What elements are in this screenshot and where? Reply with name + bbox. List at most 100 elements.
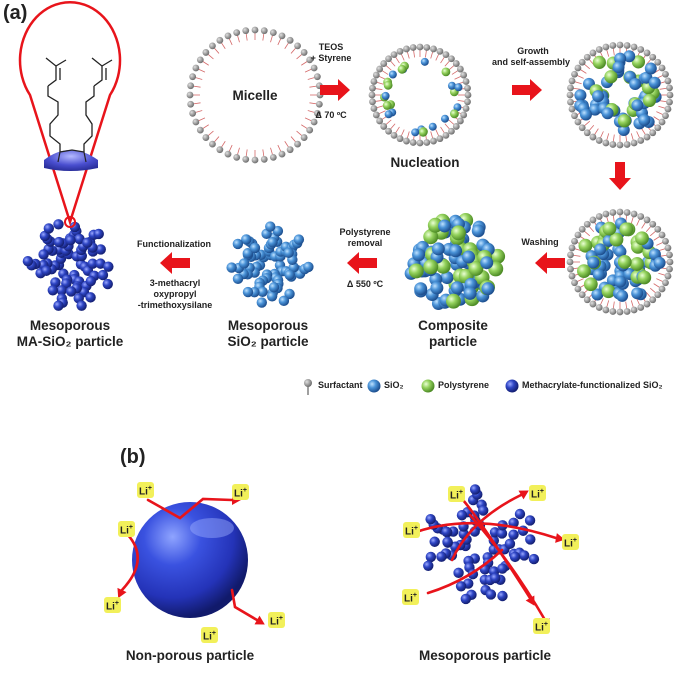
polystyrene-sphere bbox=[450, 109, 459, 119]
silica-sphere bbox=[644, 62, 657, 75]
polystyrene-sphere bbox=[630, 257, 644, 271]
legend-surfactant-label: Surfactant bbox=[318, 380, 363, 390]
surfactant-head bbox=[654, 58, 662, 66]
surfactant-head bbox=[315, 100, 323, 108]
porous-sphere bbox=[256, 297, 267, 308]
surfactant-head bbox=[616, 208, 624, 216]
li-ion-symbol: Li bbox=[450, 490, 459, 502]
surfactant-head bbox=[666, 91, 674, 99]
step1-temperature: Δ 70 ºC bbox=[315, 110, 347, 120]
silica-sphere bbox=[430, 281, 444, 295]
li-arrowhead bbox=[555, 533, 565, 543]
surfactant-head bbox=[260, 27, 268, 35]
surfactant-head bbox=[574, 118, 582, 126]
polystyrene-sphere bbox=[578, 238, 593, 253]
li-ion-charge: + bbox=[114, 600, 119, 607]
porous-sphere bbox=[303, 261, 314, 273]
surfactant-head bbox=[658, 64, 666, 72]
silica-sphere bbox=[431, 242, 445, 256]
surfactant-head bbox=[251, 26, 259, 34]
li-path-8 bbox=[468, 513, 547, 622]
li-ion-symbol: Li bbox=[405, 526, 414, 538]
surfactant-head bbox=[396, 47, 404, 55]
arrow-shape bbox=[160, 252, 190, 274]
porous-sphere bbox=[425, 551, 437, 563]
nucleation-label: Nucleation bbox=[390, 155, 460, 170]
surfactant-head bbox=[609, 308, 617, 315]
silica-sphere bbox=[631, 99, 644, 112]
surfactant-head bbox=[566, 91, 574, 99]
li-path-5 bbox=[461, 498, 532, 600]
micelle-growth bbox=[566, 41, 674, 149]
surfactant-head bbox=[416, 43, 424, 51]
surfactant-head bbox=[567, 265, 574, 273]
silica-sphere bbox=[612, 61, 625, 74]
growth-label-line2: and self-assembly bbox=[491, 57, 571, 67]
composite-particle bbox=[404, 212, 506, 310]
porous-sphere bbox=[56, 285, 67, 296]
porous-sphere bbox=[232, 238, 244, 250]
surfactant-head bbox=[209, 42, 216, 50]
growth-label-line1: Growth bbox=[517, 46, 549, 56]
li-ion-symbol: Li bbox=[564, 538, 573, 550]
surfactant-head bbox=[664, 105, 672, 113]
porous-sphere bbox=[97, 269, 109, 281]
li-ion-badge: Li+ bbox=[562, 534, 579, 551]
porous-sphere bbox=[497, 563, 508, 574]
porous-sphere bbox=[490, 572, 501, 584]
surfactant-head bbox=[416, 139, 424, 147]
silica-sphere bbox=[428, 122, 437, 131]
arrow-step2 bbox=[512, 79, 542, 101]
porous-sphere bbox=[82, 237, 93, 248]
surfactant-head bbox=[369, 84, 376, 92]
li-ion-badge: Li+ bbox=[403, 522, 420, 539]
porous-sphere bbox=[102, 278, 113, 290]
porous-sphere bbox=[497, 590, 508, 602]
surfactant-head bbox=[643, 49, 651, 57]
surfactant-head bbox=[583, 296, 591, 304]
li-arrowhead bbox=[117, 587, 127, 599]
ps-removal-temp: Δ 550 ºC bbox=[346, 279, 384, 289]
surfactant-head bbox=[602, 210, 610, 218]
polystyrene-sphere bbox=[602, 221, 617, 236]
legend-polystyrene-icon bbox=[421, 379, 435, 393]
li-ion-badge: Li+ bbox=[402, 589, 419, 606]
surfactant-head bbox=[637, 46, 645, 53]
porous-sphere bbox=[442, 536, 453, 548]
surfactant-head bbox=[409, 139, 417, 146]
silica-sphere bbox=[438, 219, 452, 233]
surfactant-head bbox=[452, 60, 460, 67]
surfactant-head bbox=[216, 36, 224, 44]
surfactant-head bbox=[662, 237, 669, 245]
porous-sphere bbox=[272, 225, 284, 237]
surfactant-head bbox=[396, 135, 404, 143]
surfactant-head bbox=[662, 112, 669, 120]
surfactant-head bbox=[380, 123, 388, 130]
porous-sphere bbox=[284, 269, 295, 281]
surfactant-head bbox=[300, 134, 308, 141]
polystyrene-sphere bbox=[631, 55, 646, 69]
surfactant-head bbox=[666, 84, 673, 92]
surfactant-head bbox=[376, 65, 384, 73]
surfactant-head bbox=[568, 244, 576, 252]
surfactant-head bbox=[202, 49, 210, 56]
li-ion-charge: + bbox=[147, 485, 152, 492]
li-ion-symbol: Li bbox=[203, 631, 212, 643]
surfactant-head bbox=[423, 139, 431, 146]
ps-removal-line2: removal bbox=[347, 238, 383, 248]
arrow-shape bbox=[347, 252, 377, 274]
surfactant-head bbox=[595, 304, 603, 311]
surfactant-head bbox=[567, 251, 574, 259]
surfactant-head bbox=[278, 150, 286, 158]
surfactant-head bbox=[269, 153, 277, 161]
growth-spheres bbox=[574, 50, 662, 137]
porous-sphere bbox=[232, 273, 244, 285]
surfactant-head bbox=[583, 220, 591, 228]
surfactant-head bbox=[376, 117, 384, 125]
surfactant-head bbox=[662, 70, 669, 78]
surfactant-head bbox=[209, 140, 216, 148]
porous-sphere bbox=[238, 258, 250, 269]
silica-sphere bbox=[589, 103, 602, 116]
polystyrene-sphere bbox=[617, 255, 632, 269]
